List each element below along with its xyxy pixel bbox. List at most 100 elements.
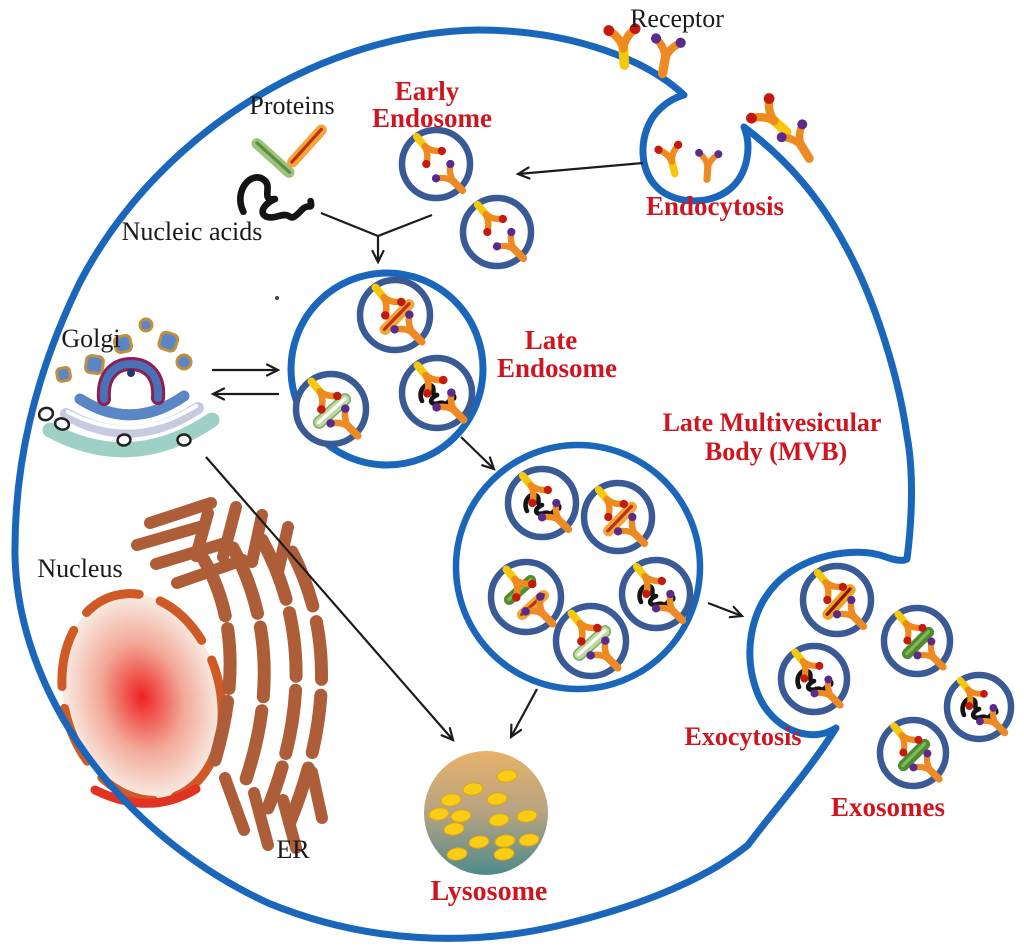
arrow-endocytosis-to-early-endosome	[515, 161, 644, 180]
nucleus-envelope	[57, 589, 227, 805]
golgi-vesicles	[55, 317, 193, 383]
late-endosome-label-line1: Late	[525, 325, 578, 355]
yellow-receptor-icon	[413, 361, 448, 398]
yellow-receptor-icon	[632, 562, 666, 599]
vesicles	[292, 126, 1015, 790]
exocytosis-label: Exocytosis	[685, 722, 802, 751]
yellow-receptor-icon	[567, 609, 602, 646]
orange-receptor-icon	[810, 675, 844, 709]
free-proteins-and-nucleic-acids	[237, 124, 327, 221]
orange-receptor-icon	[650, 33, 686, 79]
cargo-rod-darkred-icon	[822, 584, 856, 620]
orange-receptor-icon	[521, 592, 557, 628]
orange-receptor-icon	[432, 388, 468, 424]
orange-receptor-icon	[586, 636, 622, 672]
nucleus	[57, 589, 227, 808]
lysosome-granule	[443, 822, 465, 836]
early-endosome-vesicle-2	[459, 194, 535, 270]
nucleus-envelope-segment	[90, 784, 201, 808]
arrow-mvb-to-lysosome	[509, 688, 538, 740]
yellow-receptor-icon	[594, 485, 628, 522]
lysosome-granule	[462, 782, 484, 796]
golgi-apparatus	[37, 317, 220, 458]
mvb-label-line1: Late Multivesicular	[663, 408, 882, 437]
orange-receptor-icon	[913, 637, 947, 671]
yellow-receptor-icon	[813, 568, 847, 605]
lysosome-granule	[518, 833, 540, 847]
cargo-rod-green-icon	[897, 738, 931, 772]
yellow-receptor-icon	[307, 377, 342, 414]
arrow-mvb-to-exocytosis	[707, 601, 745, 619]
early-endosome-label-line2: Endosome	[372, 103, 492, 133]
cargo-rod-orange-icon	[379, 299, 415, 335]
early-endosome-vesicle-1	[398, 126, 474, 202]
endocytosis-label: Endocytosis	[646, 191, 784, 221]
yellow-receptor-icon	[894, 610, 927, 645]
lysosome-granule	[446, 847, 468, 861]
late-endosome-vesicle-left	[292, 370, 370, 448]
nucleus-label: Nucleus	[37, 554, 122, 583]
orange-receptor-icon	[651, 589, 687, 625]
yellow-receptor-icon	[791, 648, 824, 683]
orange-receptor-icon	[976, 704, 1009, 737]
lysosome-granule	[516, 809, 538, 823]
golgi-label: Golgi	[61, 324, 120, 353]
orange-receptor-icon	[326, 404, 362, 440]
exocytosis-vesicle-1	[799, 562, 875, 638]
golgi-transport-vesicles	[37, 406, 192, 447]
mvb-vesicle-3	[487, 558, 565, 636]
proteins-label: Proteins	[249, 91, 334, 120]
orange-receptor-icon	[492, 227, 528, 263]
orange-receptor-icon	[390, 310, 426, 346]
late-endosome-membrane	[287, 269, 487, 469]
yellow-receptor-icon	[502, 565, 537, 602]
exocytosis-vesicle-2	[777, 642, 851, 716]
cell-membrane	[11, 26, 915, 942]
arrow-golgi-to-lysosome	[205, 456, 455, 742]
lysosome-body	[424, 751, 548, 875]
late-endosome-vesicle-top	[356, 276, 434, 354]
exosome-2	[943, 671, 1015, 743]
nucleic-acids-label: Nucleic acids	[122, 217, 263, 246]
speck	[275, 296, 279, 300]
yellow-receptor-icon	[746, 93, 792, 137]
orange-receptor-icon	[695, 148, 723, 183]
cargo-rod-orange-icon	[287, 124, 327, 168]
mvb-vesicle-2	[580, 479, 656, 555]
lysosome-granule	[496, 769, 518, 783]
yellow-receptor-icon	[518, 471, 552, 508]
pathway-arrows	[205, 161, 745, 742]
lysosome-granule	[494, 834, 516, 848]
yellow-receptor-icon	[371, 283, 406, 320]
lysosome-granule	[486, 792, 508, 806]
orange-receptor-icon	[909, 749, 943, 783]
yellow-receptor-icon	[412, 132, 446, 169]
yellow-receptor-icon	[603, 23, 641, 70]
lysosome-granule	[493, 847, 515, 861]
lysosome	[424, 751, 548, 875]
cargo-rod-orange-icon	[602, 501, 638, 537]
mvb-vesicle-5	[618, 556, 694, 632]
receptor-label: Receptor	[630, 4, 724, 33]
cargo-rod-lightgreen-icon	[572, 625, 612, 661]
line-nucleic-acids-to-junction	[320, 211, 379, 238]
exosome-1	[880, 604, 954, 678]
er-tubules	[131, 497, 328, 854]
lysosome-granules	[428, 769, 540, 861]
early-endosome-label-line1: Early	[395, 76, 460, 106]
arrow-late-endosome-to-mvb	[460, 436, 496, 471]
lysosome-label: Lysosome	[431, 876, 548, 907]
lysosome-granule	[468, 835, 490, 849]
lysosome-granule	[428, 807, 450, 821]
mvb-membrane	[452, 441, 704, 693]
exosomes-label: Exosomes	[831, 792, 945, 822]
exosome-3	[876, 716, 950, 790]
yellow-receptor-icon	[890, 722, 923, 757]
membrane-receptors	[603, 23, 814, 183]
cargo-rod-green-icon	[901, 626, 935, 660]
orange-receptor-icon	[613, 512, 649, 548]
mvb-vesicle-4	[552, 602, 630, 680]
late-endosome-vesicle-right	[398, 354, 476, 432]
late-endosome-label-line2: Endosome	[497, 353, 617, 383]
